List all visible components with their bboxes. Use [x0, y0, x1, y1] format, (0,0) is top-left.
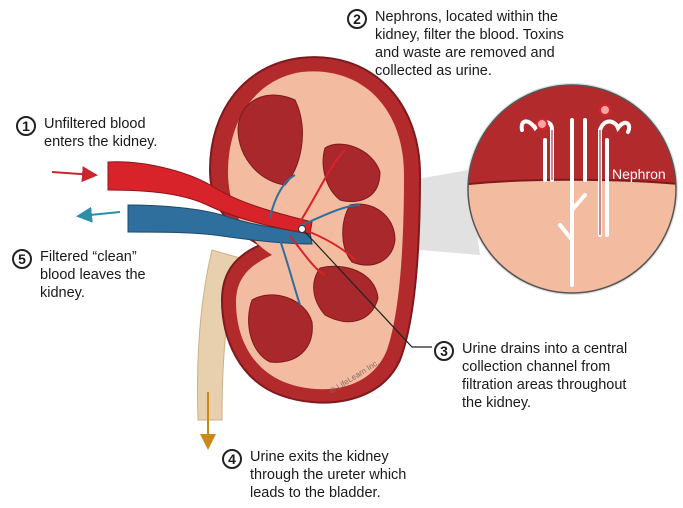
step-3: 3 Urine drains into a central collection…: [434, 340, 627, 412]
step-4-line: leads to the bladder.: [250, 484, 406, 502]
outflow-arrow: [80, 212, 120, 216]
step-3-line: the kidney.: [462, 394, 627, 412]
step-4-number: 4: [222, 449, 242, 469]
step-4: 4 Urine exits the kidney through the ure…: [222, 448, 406, 502]
step-2-line: and waste are removed and: [375, 44, 564, 62]
step-2-line: collected as urine.: [375, 62, 564, 80]
step-1-line: enters the kidney.: [44, 133, 157, 151]
collection-channel-marker: [299, 226, 306, 233]
step-2-line: kidney, filter the blood. Toxins: [375, 26, 564, 44]
nephron-label: Nephron: [612, 166, 666, 182]
step-5-number: 5: [12, 249, 32, 269]
step-2-number: 2: [347, 9, 367, 29]
step-3-text: Urine drains into a central collection c…: [462, 340, 627, 412]
step-4-line: through the ureter which: [250, 466, 406, 484]
step-4-text: Urine exits the kidney through the urete…: [250, 448, 406, 502]
inflow-arrow: [52, 172, 94, 175]
step-1-line: Unfiltered blood: [44, 115, 157, 133]
step-4-line: Urine exits the kidney: [250, 448, 406, 466]
step-1-number: 1: [16, 116, 36, 136]
step-2-text: Nephrons, located within the kidney, fil…: [375, 8, 564, 80]
step-3-line: Urine drains into a central: [462, 340, 627, 358]
step-3-line: filtration areas throughout: [462, 376, 627, 394]
step-5-line: blood leaves the: [40, 266, 146, 284]
step-5-line: kidney.: [40, 284, 146, 302]
step-2-line: Nephrons, located within the: [375, 8, 564, 26]
step-5-text: Filtered “clean” blood leaves the kidney…: [40, 248, 146, 302]
step-1-text: Unfiltered blood enters the kidney.: [44, 115, 157, 151]
step-1: 1 Unfiltered blood enters the kidney.: [16, 115, 157, 151]
step-3-number: 3: [434, 341, 454, 361]
step-3-line: collection channel from: [462, 358, 627, 376]
step-5-line: Filtered “clean”: [40, 248, 146, 266]
nephron-magnifier: [460, 80, 683, 300]
step-2: 2 Nephrons, located within the kidney, f…: [347, 8, 564, 80]
step-5: 5 Filtered “clean” blood leaves the kidn…: [12, 248, 146, 302]
